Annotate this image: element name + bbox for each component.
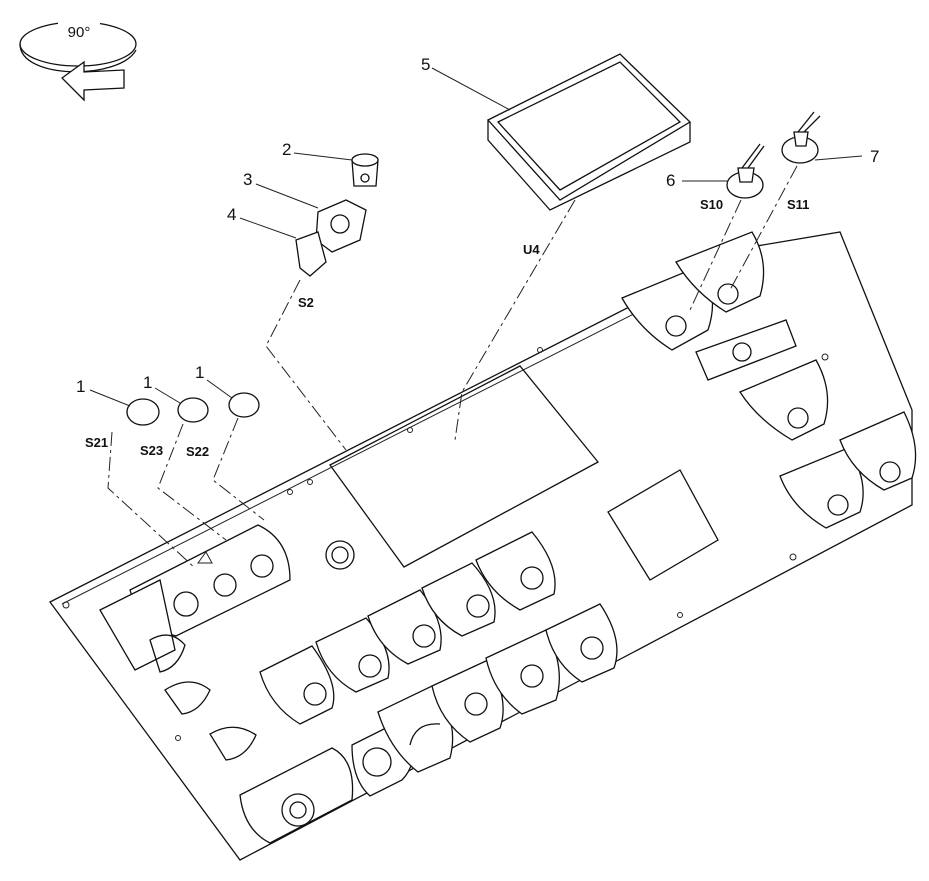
callout-1b: 1 [143, 373, 152, 392]
joystick-plates [621, 231, 917, 529]
leader-lines [89, 67, 863, 407]
joystick-s11 [781, 111, 821, 164]
callout-1c: 1 [195, 363, 204, 382]
ref-s11: S11 [787, 197, 809, 212]
callout-2: 2 [282, 140, 291, 159]
callout-3: 3 [243, 170, 252, 189]
callout-5: 5 [421, 55, 430, 74]
rotation-indicator: 90° [19, 20, 137, 102]
ref-s10: S10 [700, 197, 723, 212]
ref-s22: S22 [186, 444, 209, 459]
callout-1a: 1 [76, 377, 85, 396]
callout-7: 7 [870, 147, 879, 166]
rotation-label: 90° [68, 24, 91, 41]
callout-4: 4 [227, 205, 236, 224]
ref-s21: S21 [85, 435, 108, 450]
display-unit [486, 53, 692, 211]
callout-6: 6 [666, 171, 675, 190]
assembly-lines [107, 165, 798, 569]
ref-u4: U4 [523, 242, 540, 257]
ref-s2: S2 [298, 295, 314, 310]
ref-s23: S23 [140, 443, 163, 458]
joystick-s10 [726, 143, 765, 199]
reference-labels: S21 S23 S22 S2 U4 S10 S11 [85, 197, 809, 459]
pushbuttons [126, 392, 260, 426]
control-panel [49, 231, 913, 861]
emergency-stop-assembly [295, 153, 379, 277]
switch-plates [99, 524, 618, 844]
callout-numbers: 1 1 1 2 3 4 5 6 7 [76, 55, 879, 396]
